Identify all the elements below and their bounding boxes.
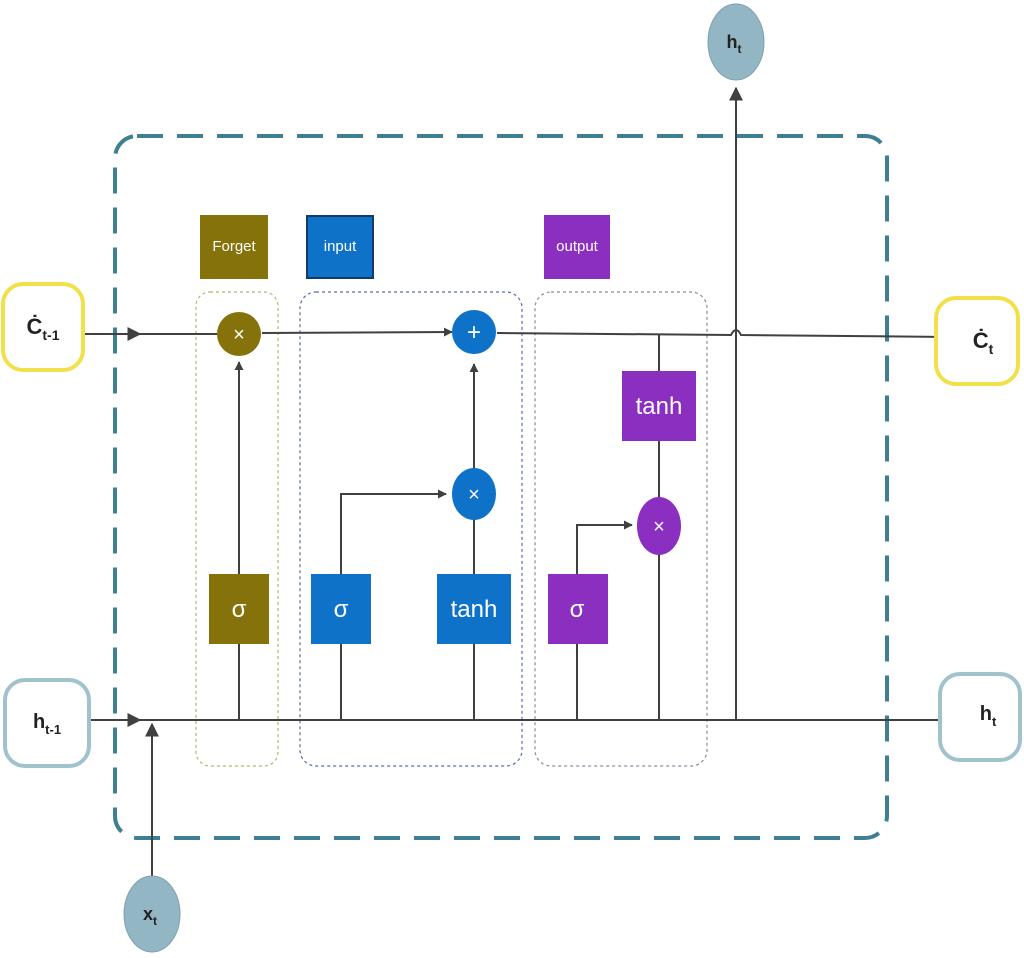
input-multiply-node: × [452,468,496,520]
input-gate-region [299,291,523,767]
cell-add-symbol: + [467,319,481,346]
forget-sigma-box: σ [209,574,269,644]
cell-state-line-3 [496,329,952,344]
c-out-node: Ċt [934,296,1020,386]
x-input-base: x [143,904,153,924]
h-out-top-base: h [727,32,738,52]
c-prev-sub: t-1 [42,327,59,343]
h-prev-base: h [33,711,45,733]
svg-text:Ċt: Ċt [973,328,994,357]
h-out-top-node: ht [707,3,765,81]
forget-gate-region [195,291,279,767]
h-out-top-sub: t [738,42,742,56]
input-sigma-symbol: σ [334,596,349,623]
h-out-right-sub: t [992,714,997,729]
output-multiply-symbol: × [653,516,665,538]
h-prev-node: ht-1 [3,678,91,768]
input-sigma-box: σ [311,574,371,644]
forget-sigma-symbol: σ [232,596,247,623]
svg-text:ht-1: ht-1 [33,711,61,737]
forget-gate-header: Forget [200,215,268,279]
cell-add-node: + [452,310,496,354]
output-gate-label: output [556,238,599,255]
svg-text:ht: ht [980,703,997,729]
svg-text:xt: xt [143,904,157,928]
h-out-right-node: ht [938,672,1022,762]
input-gate-header: input [306,215,374,279]
h-prev-sub: t-1 [45,722,61,737]
input-multiply-symbol: × [468,484,480,506]
input-gate-label: input [324,238,357,255]
output-tanh-label: tanh [636,393,683,420]
forget-multiply-symbol: × [233,324,245,346]
output-sigma-box: σ [548,574,608,644]
output-sigma-symbol: σ [570,596,585,623]
c-prev-node: Ċt-1 [1,282,85,372]
cell-state-line-2 [261,327,453,337]
output-tanh-box: tanh [622,371,696,441]
svg-text:ht: ht [727,32,742,56]
output-gate-header: output [544,215,610,279]
output-multiply-node: × [637,497,681,555]
x-input-sub: t [153,914,157,928]
output-gate-region [534,291,708,767]
h-out-right-base: h [980,703,992,725]
c-out-sub: t [989,341,994,357]
svg-text:Ċt-1: Ċt-1 [26,314,59,343]
output-sigma-line [576,525,632,720]
x-input-node: xt [123,875,181,953]
input-tanh-label: tanh [451,596,498,623]
input-tanh-box: tanh [437,574,511,644]
c-out-base: Ċ [973,328,989,353]
forget-gate-label: Forget [212,238,256,255]
c-prev-base: Ċ [26,314,42,339]
forget-multiply-node: × [217,312,261,356]
input-sigma-line [340,494,446,720]
lstm-cell-boundary [113,134,889,840]
